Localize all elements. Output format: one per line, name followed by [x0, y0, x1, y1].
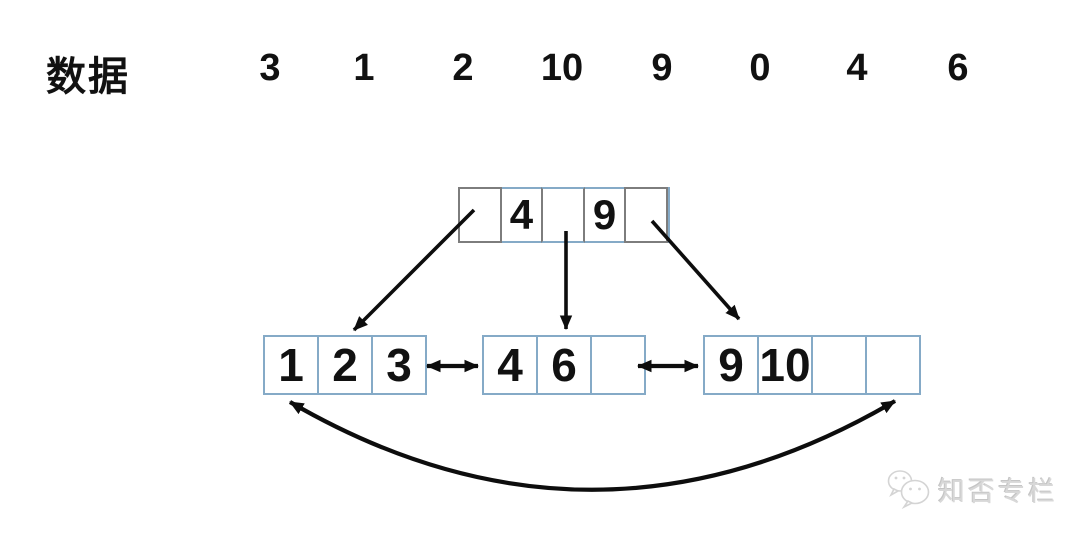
- leaf2-cell-0: 9: [703, 335, 759, 395]
- leaf0-cell-0: 1: [263, 335, 319, 395]
- leaf1-cell-0: 4: [482, 335, 538, 395]
- root-key-cell-1: 9: [592, 191, 617, 238]
- data-value-1: 1: [353, 47, 375, 89]
- leaf1-cell-1: 6: [536, 335, 592, 395]
- leaf0-cell-2: 3: [371, 335, 427, 395]
- data-value-2: 2: [452, 47, 474, 89]
- data-row-label: 数据: [46, 55, 130, 99]
- data-value-7: 6: [947, 47, 969, 89]
- leaf-node-2: 9 10: [703, 335, 921, 395]
- leaf-node-0: 1 2 3: [263, 335, 427, 395]
- leaf-node-1: 4 6: [482, 335, 646, 395]
- arrow-circular-leaf-link: [288, 399, 897, 492]
- leaf0-cell-1: 2: [317, 335, 373, 395]
- root-key-cell-0: 4: [509, 191, 534, 238]
- root-pointer-cell-2: [624, 187, 668, 243]
- data-value-3: 10: [540, 47, 584, 89]
- data-value-0: 3: [259, 47, 281, 89]
- data-value-5: 0: [749, 47, 771, 89]
- root-pointer-cell-1: [541, 187, 585, 243]
- leaf2-cell-2: [811, 335, 867, 395]
- watermark: 知否专栏: [886, 468, 1058, 510]
- data-value-4: 9: [651, 47, 673, 89]
- arrow-root-to-leaf-0: [352, 208, 476, 332]
- leaf2-cell-3: [865, 335, 921, 395]
- data-value-6: 4: [846, 47, 868, 89]
- root-pointer-cell-0: [458, 187, 502, 243]
- watermark-text: 知否专栏: [938, 476, 1058, 507]
- root-node: 4 9: [458, 187, 670, 243]
- leaf1-cell-2: [590, 335, 646, 395]
- wechat-chat-bubbles-icon: [887, 470, 930, 510]
- leaf2-cell-1: 10: [757, 335, 813, 395]
